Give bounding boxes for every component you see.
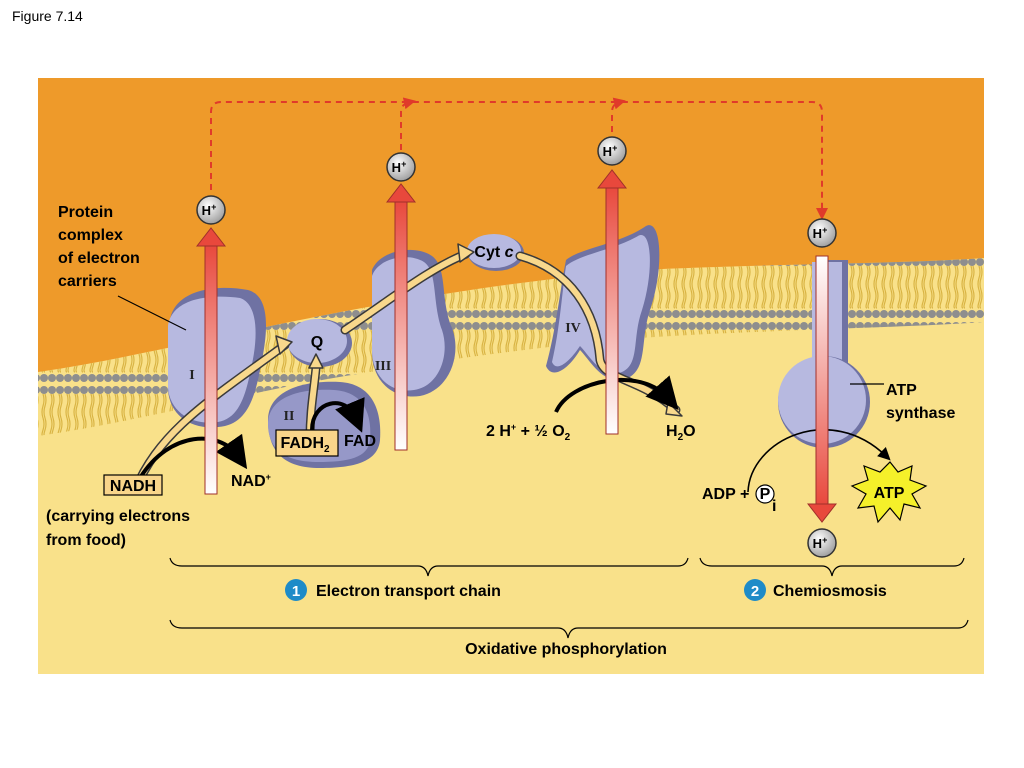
complex-1-label: I xyxy=(189,368,194,383)
cyt-c-label: c xyxy=(505,244,514,261)
q-label: Q xyxy=(311,334,323,351)
svg-text:NADH: NADH xyxy=(110,478,156,495)
atp-product: ATP xyxy=(850,461,928,524)
nadh-to-nad-arrow xyxy=(138,433,248,480)
proton-gradient-branch-iii xyxy=(400,97,416,150)
svg-text:H+: H+ xyxy=(202,202,217,218)
membrane-bilayer xyxy=(38,258,984,436)
svg-text:carriers: carriers xyxy=(58,273,117,290)
step-1-badge: 1 xyxy=(285,579,307,601)
atp-synthase-label: ATP synthase xyxy=(850,382,955,422)
proton-arrow-complex-iii xyxy=(385,183,417,451)
nad-plus-label: NAD+ xyxy=(231,472,271,490)
fadh2-label: FADH2 xyxy=(275,429,339,457)
h-ion-complex-iii: H+ xyxy=(386,152,416,182)
svg-text:i: i xyxy=(772,498,776,515)
h-ion-complex-i: H+ xyxy=(196,195,226,225)
svg-text:Cyt c: Cyt c xyxy=(474,244,513,261)
water-label: H2O xyxy=(666,423,696,443)
proton-arrow-complex-iv xyxy=(596,169,628,435)
h-ion-complex-iv: H+ xyxy=(597,136,627,166)
ubiquinone-q: Q xyxy=(287,319,352,367)
cytochrome-c: Cyt c xyxy=(467,234,524,271)
electron-transport-chain-label: Electron transport chain xyxy=(316,583,501,600)
oxidative-phosphorylation-label: Oxidative phosphorylation xyxy=(465,641,667,658)
protein-complex-label: Protein complex of electron carriers xyxy=(58,204,187,331)
svg-text:H+: H+ xyxy=(813,225,828,241)
svg-text:2: 2 xyxy=(751,583,759,600)
svg-text:ATP: ATP xyxy=(886,382,917,399)
svg-text:H+: H+ xyxy=(603,143,618,159)
complex-2-label: II xyxy=(284,409,295,424)
svg-text:1: 1 xyxy=(292,583,300,600)
adp-label: ADP + xyxy=(702,486,749,503)
svg-text:complex: complex xyxy=(58,227,123,244)
complex-iv: IV xyxy=(546,225,660,381)
svg-text:of electron: of electron xyxy=(58,250,140,267)
chemiosmosis-label: Chemiosmosis xyxy=(773,583,887,600)
svg-text:H+: H+ xyxy=(392,159,407,175)
fad-label: FAD xyxy=(344,433,376,450)
complex-4-label: IV xyxy=(565,321,581,336)
oxygen-reactant-label: 2 H+ + ½ O2 xyxy=(486,422,571,443)
complex-3-label: III xyxy=(375,359,391,374)
cyt-label: Cyt xyxy=(474,244,500,261)
oxidative-bracket xyxy=(169,619,969,639)
svg-text:ATP: ATP xyxy=(874,485,905,502)
complex-iii: III xyxy=(372,249,456,397)
chemiosmosis-bracket xyxy=(699,557,965,577)
proton-gradient-path xyxy=(210,101,828,220)
svg-text:FADH2: FADH2 xyxy=(280,435,330,455)
nadh-label: NADH xyxy=(103,474,163,496)
svg-text:synthase: synthase xyxy=(886,405,955,422)
fadh2-to-fad-arrow xyxy=(310,397,365,433)
svg-text:H+: H+ xyxy=(813,535,828,551)
carrying-electrons-line2: from food) xyxy=(46,532,126,549)
adp-to-atp-arrow xyxy=(747,428,891,493)
h-ion-atp-synthase-top: H+ xyxy=(807,218,837,248)
etc-bracket xyxy=(169,557,689,577)
step-2-badge: 2 xyxy=(744,579,766,601)
phosphate-label: P i xyxy=(755,484,776,515)
h-ion-matrix: H+ xyxy=(807,528,837,558)
proton-gradient-branch-iv xyxy=(611,97,626,132)
proton-arrow-complex-i xyxy=(195,227,227,495)
svg-text:P: P xyxy=(760,486,771,503)
carrying-electrons-line1: (carrying electrons xyxy=(46,508,190,525)
intermembrane-space xyxy=(38,78,984,372)
svg-text:Protein: Protein xyxy=(58,204,113,221)
figure-label: Figure 7.14 xyxy=(12,8,83,24)
proton-arrow-atp-synthase xyxy=(806,255,838,523)
